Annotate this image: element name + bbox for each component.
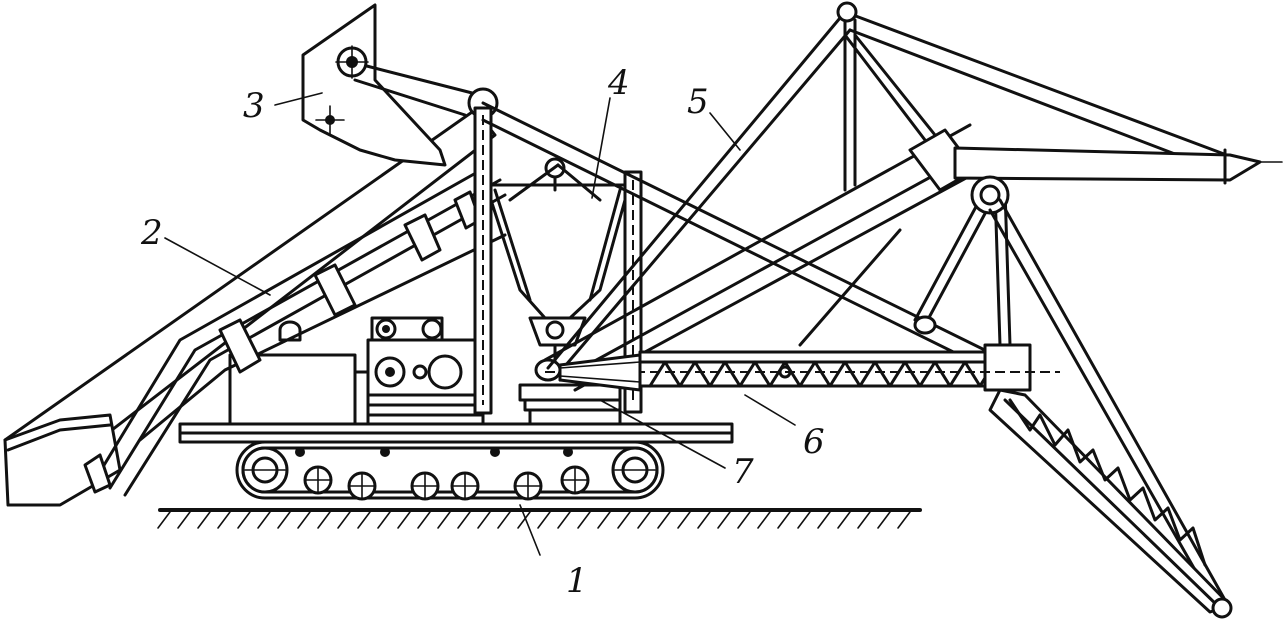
ground [157, 508, 922, 529]
callout-3: 3 [243, 86, 265, 126]
horizontal-truss [545, 343, 1060, 392]
right-support [913, 175, 1227, 607]
central-mast [473, 106, 643, 415]
upper-boom [481, 1, 1242, 377]
track-wheels [241, 446, 659, 501]
callout-2: 2 [140, 213, 163, 253]
engine-unit [278, 316, 485, 426]
callout-6: 6 [803, 422, 825, 462]
slew-ring [518, 358, 622, 426]
inclined-truss [988, 388, 1233, 619]
digging-head [301, 3, 499, 167]
callout-1: 1 [566, 561, 588, 601]
callout-7: 7 [732, 452, 754, 492]
crawler-track [235, 440, 665, 501]
leader-lines [164, 92, 796, 556]
callout-5: 5 [687, 82, 709, 122]
hopper [489, 163, 627, 367]
discharge-conveyor [543, 123, 1283, 392]
lower-conveyor [3, 108, 507, 507]
callout-4: 4 [607, 63, 630, 103]
conveyor-rungs [218, 190, 482, 374]
